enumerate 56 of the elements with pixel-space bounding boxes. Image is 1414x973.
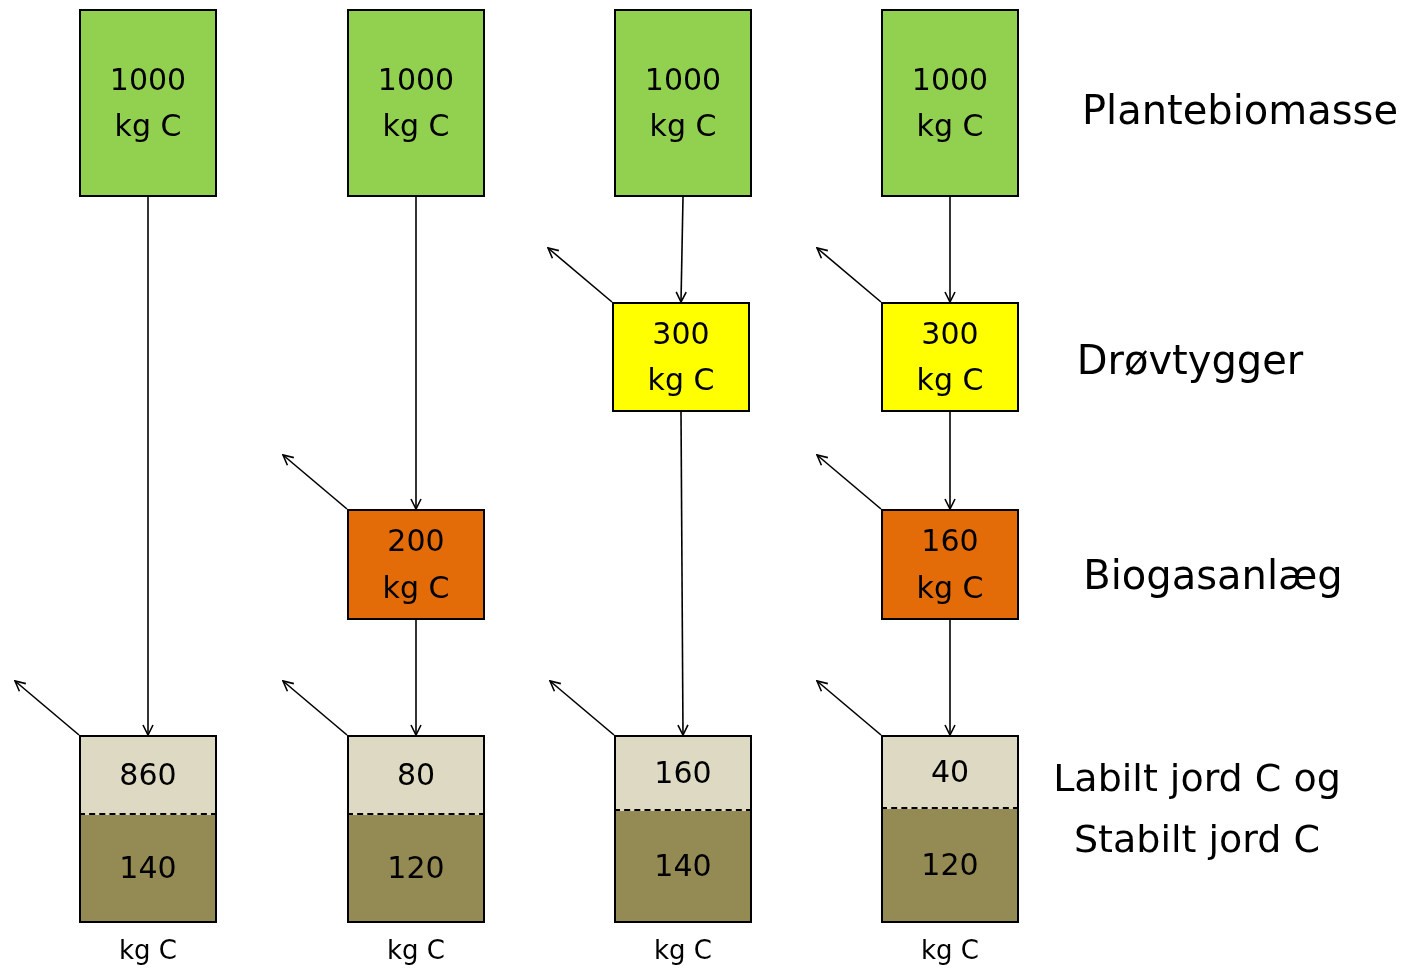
arrow (142, 196, 154, 736)
amount-text: 80 (396, 755, 436, 794)
amount-text: 300 kg C (915, 314, 985, 399)
row-label: Plantebiomasse (1080, 86, 1400, 135)
row-label: Drøvtygger (1075, 336, 1305, 385)
row-label: Biogasanlæg (1082, 551, 1344, 600)
unit-text: kg C (387, 935, 445, 965)
stable-soil-box (79, 815, 217, 923)
carbon-box (881, 509, 1019, 620)
carbon-box (614, 9, 752, 197)
carbon-box (347, 9, 485, 197)
amount-text: 200 kg C (381, 522, 451, 607)
labile-soil-box (347, 735, 485, 815)
arrow (282, 680, 348, 736)
amount-text: 860 (119, 755, 177, 794)
labile-soil-box (881, 735, 1019, 809)
amount-text: 160 (654, 753, 712, 792)
arrow (675, 196, 687, 303)
amount-text: 140 (119, 848, 177, 887)
arrow (816, 680, 882, 736)
arrow (816, 247, 882, 303)
carbon-box (612, 302, 750, 412)
arrow (944, 619, 956, 736)
carbon-box (79, 9, 217, 197)
arrow (14, 680, 80, 736)
amount-text: 300 kg C (646, 314, 716, 399)
amount-text: 1000 kg C (108, 60, 188, 145)
arrow (282, 454, 348, 510)
stable-soil-box (347, 815, 485, 923)
unit-text: kg C (921, 935, 979, 965)
arrow (547, 247, 613, 303)
amount-text: 40 (930, 752, 970, 791)
labile-soil-box (614, 735, 752, 811)
labile-soil-box (79, 735, 217, 815)
stable-soil-box (881, 809, 1019, 923)
row-label: Labilt jord C og Stabilt jord C (1052, 755, 1342, 863)
amount-text: 140 (654, 846, 712, 885)
amount-text: 160 kg C (915, 522, 985, 607)
unit-text: kg C (119, 935, 177, 965)
arrow (549, 680, 615, 736)
amount-text: 1000 kg C (643, 60, 723, 145)
unit-text: kg C (654, 935, 712, 965)
carbon-box (881, 9, 1019, 197)
amount-text: 1000 kg C (376, 60, 456, 145)
arrow (944, 196, 956, 303)
carbon-box (881, 302, 1019, 412)
arrow (677, 411, 689, 736)
carbon-box (347, 509, 485, 620)
amount-text: 120 (387, 848, 445, 887)
arrow (944, 411, 956, 510)
arrow (816, 454, 882, 510)
arrow (410, 619, 422, 736)
amount-text: 120 (921, 845, 979, 884)
arrow (410, 196, 422, 510)
amount-text: 1000 kg C (910, 60, 990, 145)
stable-soil-box (614, 811, 752, 923)
